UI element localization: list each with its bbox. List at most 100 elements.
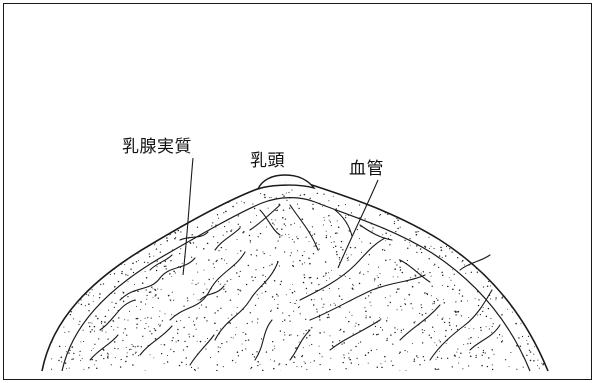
stipple-dot bbox=[515, 322, 517, 325]
stipple-dot bbox=[173, 350, 175, 353]
stipple-dot bbox=[301, 218, 304, 220]
stipple-dot bbox=[429, 181, 431, 182]
stipple-dot bbox=[431, 285, 433, 287]
stipple-dot bbox=[196, 226, 199, 228]
stipple-dot bbox=[282, 312, 284, 314]
stipple-dot bbox=[188, 372, 189, 373]
stipple-dot bbox=[305, 236, 307, 238]
stipple-dot bbox=[154, 338, 157, 340]
stipple-dot bbox=[212, 372, 213, 373]
stipple-dot bbox=[298, 207, 300, 210]
stipple-dot bbox=[43, 288, 45, 290]
leader-lines bbox=[182, 157, 379, 276]
stipple-dot bbox=[487, 307, 490, 310]
stipple-dot bbox=[455, 325, 458, 327]
stipple-dot bbox=[110, 237, 113, 239]
stipple-dot bbox=[269, 373, 270, 374]
stipple-dot bbox=[110, 211, 112, 213]
stipple-dot bbox=[536, 310, 538, 313]
stipple-dot bbox=[86, 236, 88, 238]
stipple-dot bbox=[273, 298, 275, 300]
stipple-dot bbox=[273, 360, 276, 362]
stipple-dot bbox=[283, 331, 285, 333]
stipple-dot bbox=[296, 366, 298, 368]
stipple-dot bbox=[94, 219, 97, 221]
stipple-dot bbox=[140, 206, 142, 208]
stipple-dot bbox=[61, 242, 63, 245]
stipple-dot bbox=[423, 359, 426, 361]
stipple-dot bbox=[177, 180, 178, 181]
stipple-dot bbox=[379, 181, 380, 182]
stipple-dot bbox=[274, 348, 276, 350]
stipple-dot bbox=[401, 309, 403, 311]
stipple-dot bbox=[196, 317, 198, 319]
stipple-dot bbox=[316, 308, 318, 310]
stipple-dot bbox=[313, 360, 315, 362]
stipple-dot bbox=[326, 316, 329, 319]
stipple-dot bbox=[384, 360, 386, 362]
stipple-dot bbox=[39, 274, 40, 275]
stipple-dot bbox=[333, 241, 335, 243]
stipple-dot bbox=[66, 351, 67, 353]
stipple-dot bbox=[130, 234, 133, 237]
stipple-dot bbox=[428, 236, 430, 238]
stipple-dot bbox=[548, 292, 550, 294]
stipple-dot bbox=[104, 190, 107, 192]
stipple-dot bbox=[355, 345, 357, 348]
stipple-dot bbox=[211, 225, 213, 227]
stipple-dot bbox=[338, 295, 341, 297]
stipple-dot bbox=[48, 193, 50, 195]
stipple-dot bbox=[430, 245, 432, 247]
stipple-dot bbox=[498, 287, 501, 289]
stipple-dot bbox=[448, 200, 450, 203]
stipple-dot bbox=[389, 295, 391, 297]
stipple-dot bbox=[399, 351, 401, 353]
stipple-dot bbox=[293, 356, 296, 358]
stipple-dot bbox=[54, 284, 56, 286]
stipple-dot bbox=[522, 366, 524, 368]
stipple-dot bbox=[228, 221, 230, 223]
stipple-dot bbox=[428, 184, 431, 186]
stipple-dot bbox=[414, 321, 416, 323]
stipple-dot bbox=[541, 199, 543, 201]
stipple-dot bbox=[350, 212, 352, 214]
stipple-dot bbox=[441, 256, 443, 259]
stipple-dot bbox=[416, 251, 418, 254]
stipple-dot bbox=[468, 219, 470, 221]
stipple-dot bbox=[321, 298, 323, 300]
stipple-dot bbox=[262, 274, 264, 276]
stipple-dot bbox=[376, 366, 379, 368]
stipple-dot bbox=[385, 320, 388, 322]
stipple-dot bbox=[396, 309, 398, 311]
stipple-dot bbox=[342, 361, 344, 364]
stipple-dot bbox=[116, 181, 117, 182]
stipple-dot bbox=[521, 224, 523, 227]
stipple-dot bbox=[429, 271, 431, 274]
stipple-dot bbox=[184, 202, 186, 205]
stipple-dot bbox=[92, 301, 94, 303]
stipple-dot bbox=[491, 364, 493, 366]
stipple-dot bbox=[118, 217, 120, 219]
stipple-dot bbox=[521, 192, 524, 194]
stipple-dot bbox=[285, 294, 287, 296]
stipple-dot bbox=[173, 270, 175, 273]
stipple-dot bbox=[185, 357, 187, 359]
stipple-dot bbox=[311, 181, 313, 183]
stipple-dot bbox=[430, 275, 432, 277]
stipple-dot bbox=[108, 237, 110, 239]
stipple-dot bbox=[450, 279, 452, 281]
stipple-dot bbox=[145, 289, 147, 291]
stipple-dot bbox=[520, 323, 522, 325]
stipple-dot bbox=[72, 358, 74, 360]
stipple-dot bbox=[444, 189, 446, 191]
stipple-dot bbox=[338, 288, 340, 290]
stipple-dot bbox=[308, 257, 310, 259]
stipple-dot bbox=[359, 341, 362, 343]
stipple-dot bbox=[112, 320, 114, 322]
stipple-dot bbox=[541, 220, 543, 223]
stipple-dot bbox=[132, 262, 134, 265]
stipple-dot bbox=[42, 249, 45, 251]
stipple-dot bbox=[302, 281, 305, 284]
stipple-dot bbox=[215, 226, 217, 228]
stipple-dot bbox=[53, 305, 55, 307]
